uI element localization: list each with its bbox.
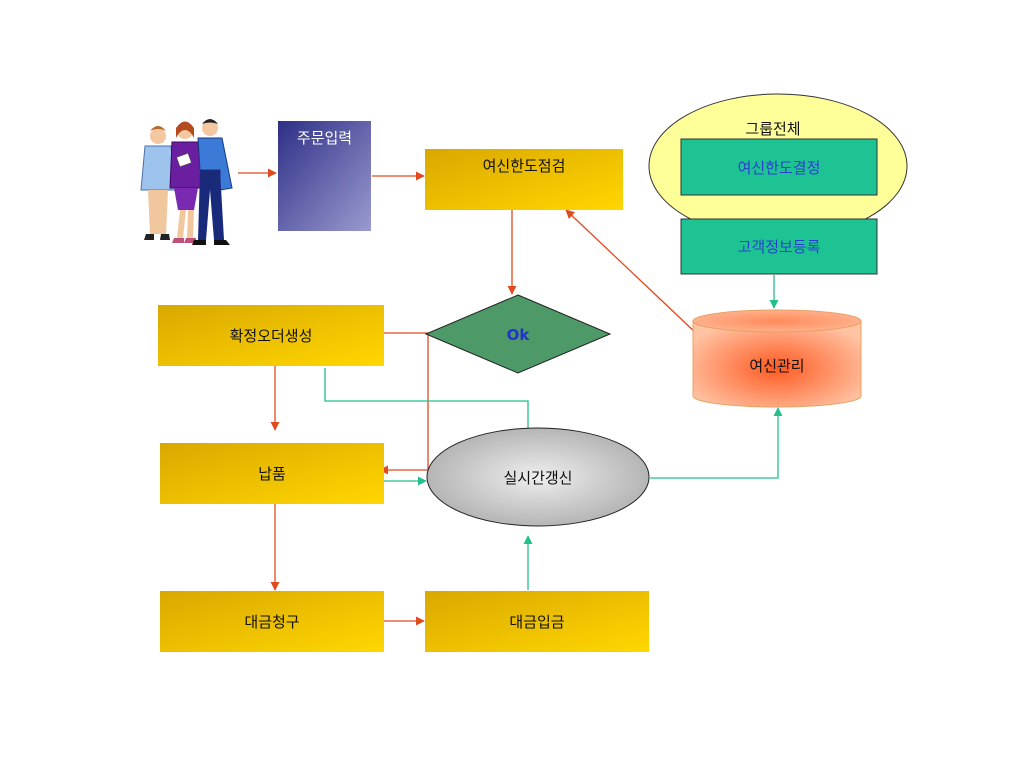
customer-info-registration-label: 고객정보등록 — [738, 238, 821, 256]
order-input-label: 주문입력 — [297, 129, 352, 147]
arrow-confirmed-order-to-realtime — [324, 368, 533, 442]
customer-info-registration-box: 고객정보등록 — [680, 218, 878, 275]
realtime-update-ellipse: 실시간갱신 — [426, 427, 650, 527]
realtime-update-label: 실시간갱신 — [503, 469, 572, 487]
confirmed-order-creation-box: 확정오더생성 — [158, 305, 384, 366]
credit-limit-decision-box: 여신한도결정 — [680, 138, 878, 196]
order-input-box: 주문입력 — [278, 121, 371, 231]
payment-receipt-label: 대금입금 — [509, 613, 564, 631]
delivery-box: 납품 — [160, 443, 384, 504]
billing-label: 대금청구 — [244, 613, 299, 631]
credit-management-database: 여신관리 — [692, 309, 862, 408]
people-group-icon — [140, 119, 233, 245]
credit-management-label: 여신관리 — [749, 357, 804, 375]
arrow-realtime-to-cylinder — [650, 407, 783, 479]
confirmed-order-creation-label: 확정오더생성 — [230, 327, 313, 345]
ok-decision-diamond: Ok — [424, 294, 612, 374]
billing-box: 대금청구 — [160, 591, 384, 652]
credit-limit-check-box: 여신한도점검 — [425, 149, 623, 210]
group-overall-label: 그룹전체 — [745, 120, 800, 138]
arrow-cylinder-to-credit-check — [565, 209, 698, 335]
ok-decision-label: Ok — [507, 326, 531, 344]
delivery-label: 납품 — [258, 465, 286, 483]
credit-limit-decision-label: 여신한도결정 — [738, 159, 821, 177]
payment-receipt-box: 대금입금 — [425, 591, 649, 652]
credit-limit-check-label: 여신한도점검 — [483, 157, 566, 175]
